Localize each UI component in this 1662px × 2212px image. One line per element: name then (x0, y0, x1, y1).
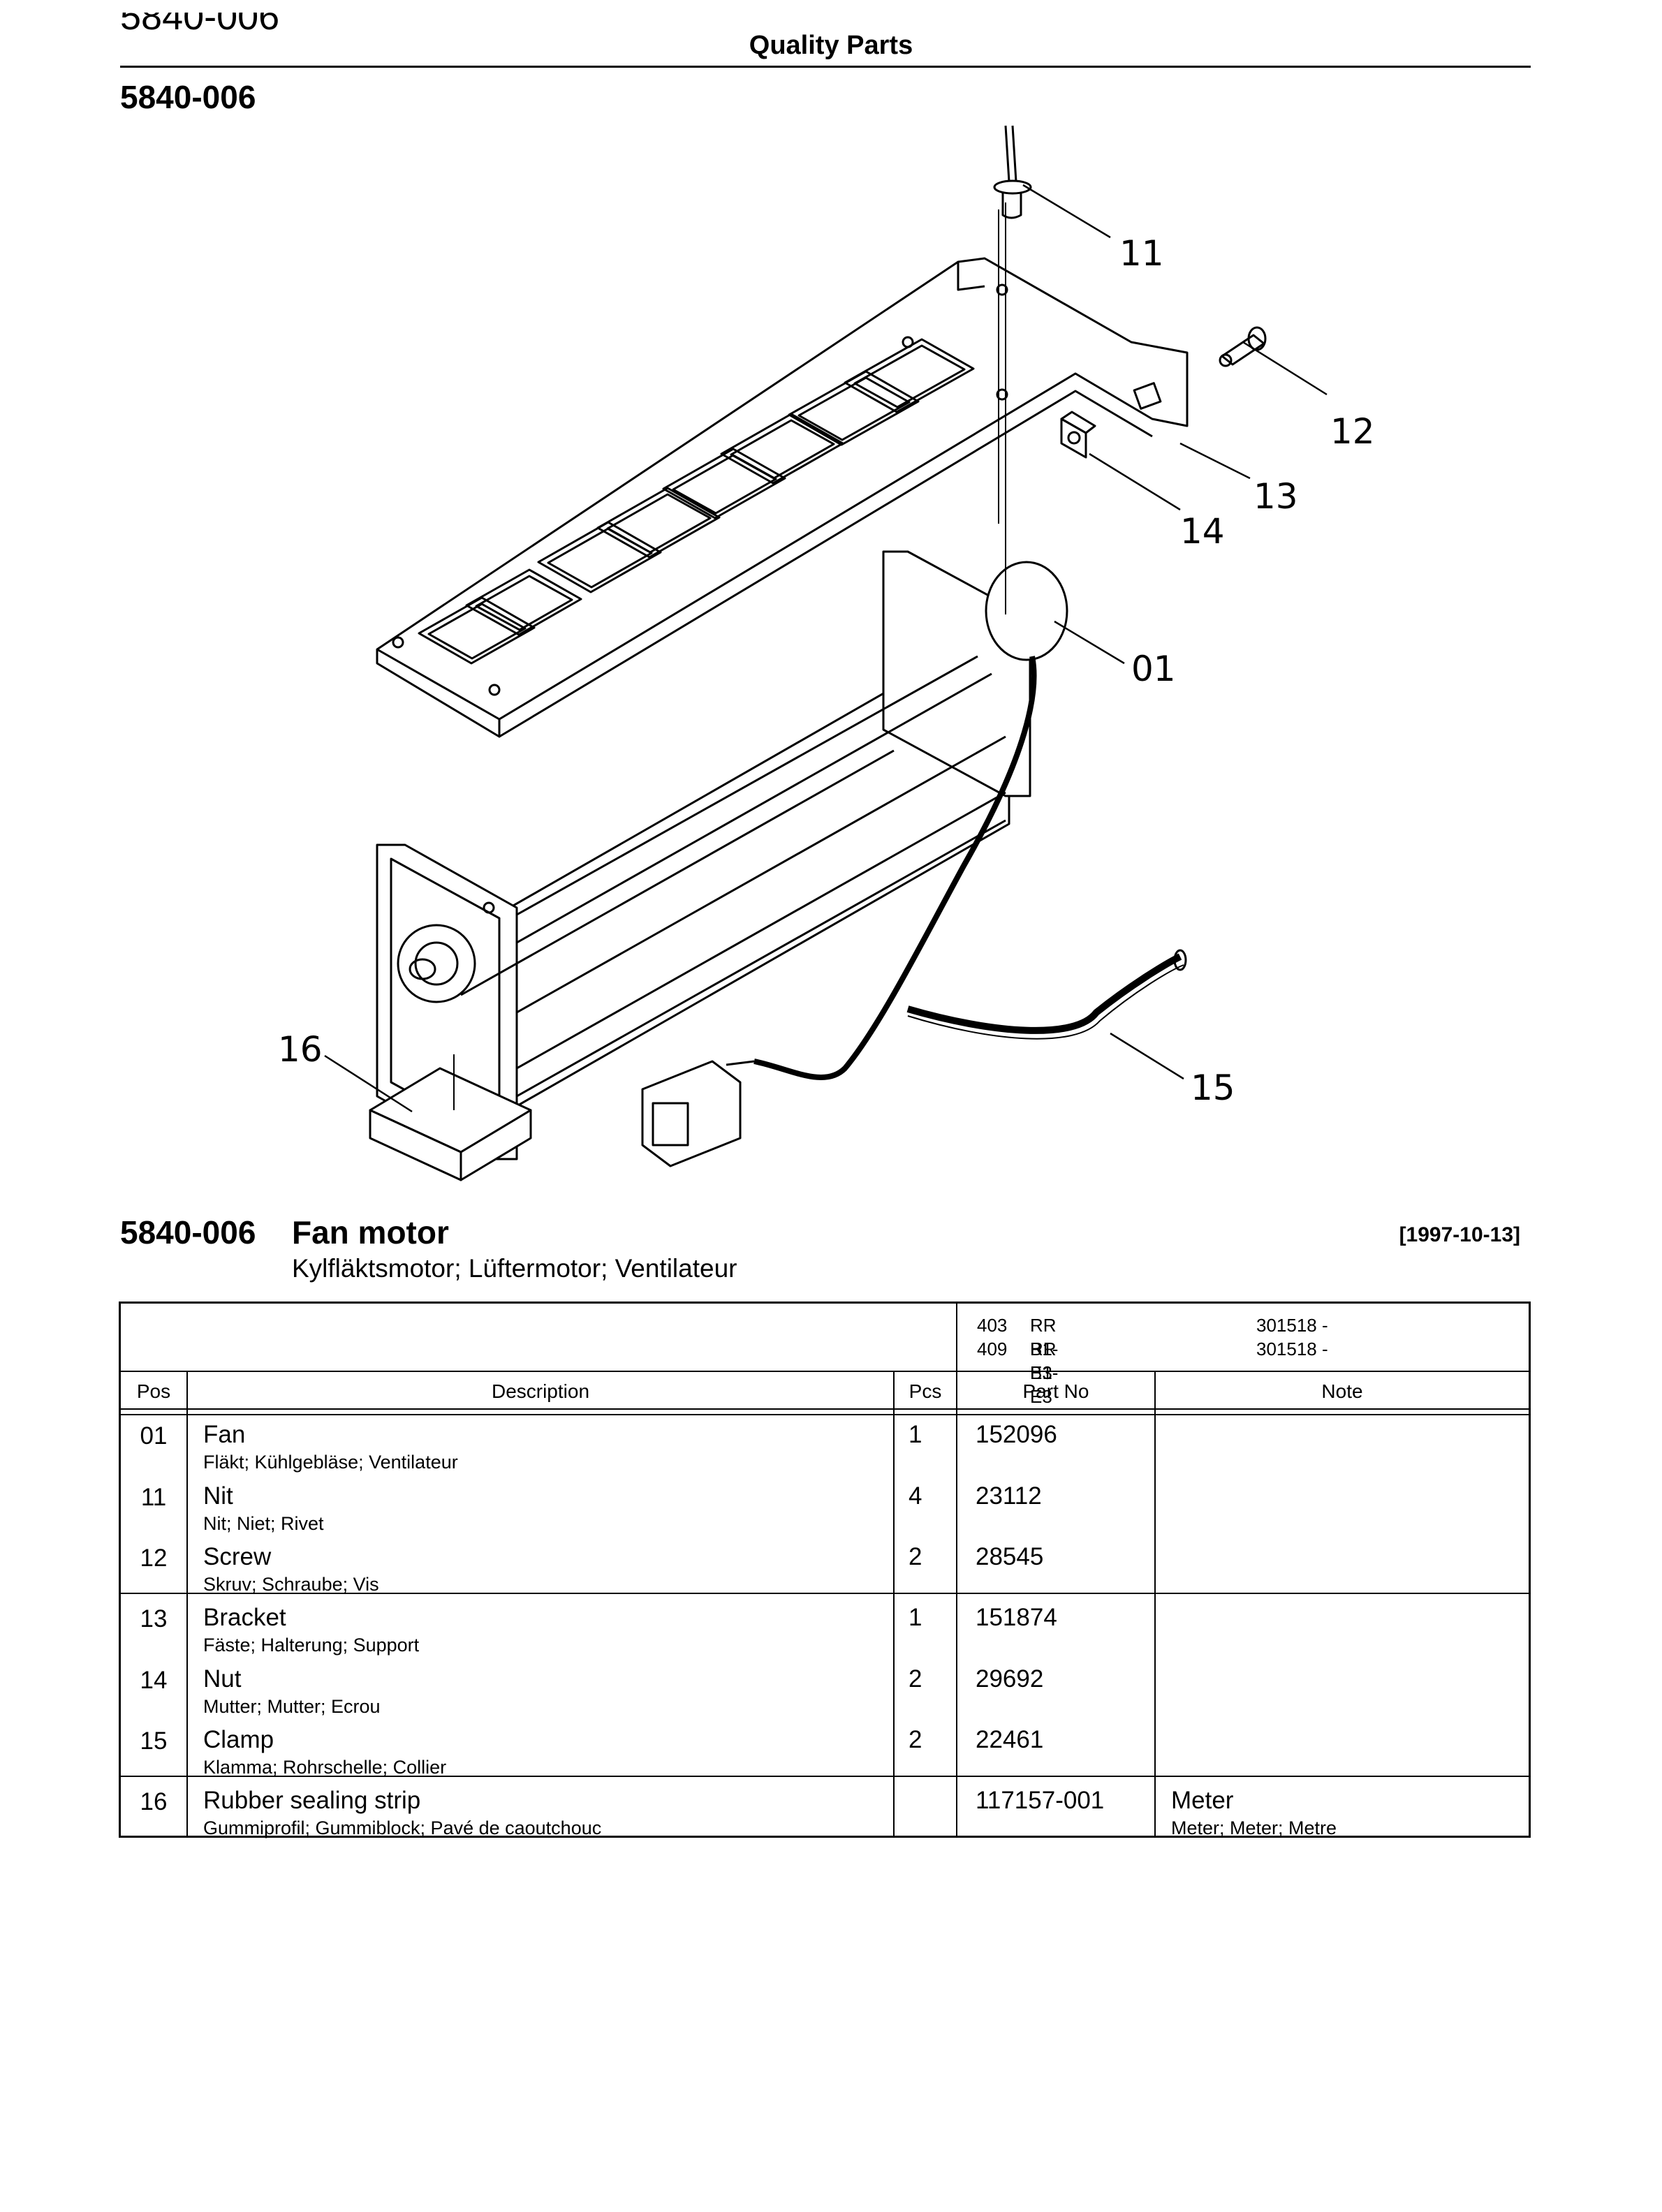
bracket-drawing (376, 257, 1189, 738)
col-header-part-no: Part No (1022, 1380, 1089, 1402)
rubber-block-drawing (369, 1067, 532, 1181)
section-number: 5840-006 (120, 1214, 256, 1251)
screw-drawing (1219, 326, 1267, 367)
section-subtitle: Kylfläktsmotor; Lüftermotor; Ventilateur (292, 1254, 737, 1283)
callout-12: 12 (1330, 411, 1375, 452)
col-header-pcs: Pcs (909, 1380, 942, 1402)
note-translations: Meter; Meter; Metre (1171, 1817, 1337, 1838)
col-header-note: Note (1321, 1380, 1363, 1402)
callout-15: 15 (1191, 1068, 1235, 1108)
section-title: Fan motor (292, 1214, 449, 1251)
col-header-description: Description (491, 1380, 590, 1402)
section-date: [1997-10-13] (1399, 1223, 1520, 1246)
callout-01: 01 (1131, 649, 1176, 689)
rivet-drawing (993, 125, 1032, 219)
callout-11: 11 (1119, 233, 1164, 274)
parts-table: 403 RR B1-B3 301518 - 409 RR E1-E3 30151… (119, 1302, 1531, 1838)
callout-14: 14 (1180, 511, 1225, 552)
cable-and-connector-drawing (641, 656, 1037, 1167)
callout-16: 16 (278, 1029, 323, 1070)
nut-drawing (1060, 411, 1096, 459)
exploded-parts-drawing: 11 12 13 14 01 16 15 (278, 125, 1375, 1181)
cut-off-header-code: 5840-006 (120, 13, 280, 38)
note-text: Meter (1171, 1787, 1234, 1814)
running-title: Quality Parts (749, 31, 913, 60)
figure-id: 5840-006 (120, 79, 256, 115)
callout-13: 13 (1253, 476, 1298, 517)
header-rule (120, 66, 1531, 68)
col-header-pos: Pos (136, 1380, 171, 1402)
clamp-drawing (906, 949, 1187, 1040)
